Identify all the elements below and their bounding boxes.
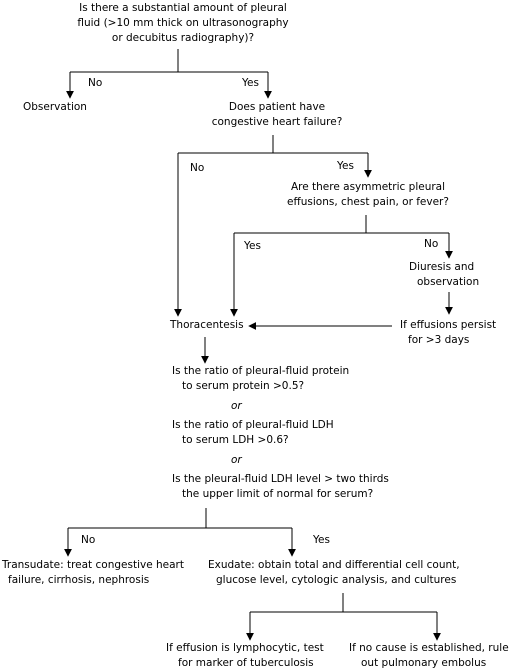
- node-effusions-persist: If effusions persist for >3 days: [400, 319, 497, 346]
- criteria-or-1: or: [231, 400, 242, 412]
- question-congestive-heart-failure: Does patient have congestive heart failu…: [211, 101, 343, 128]
- label-no-2: No: [190, 162, 205, 174]
- label-yes-4: Yes: [313, 534, 330, 546]
- node-thoracentesis: Thoracentesis: [170, 319, 244, 331]
- label-yes-3: Yes: [244, 240, 261, 252]
- node-pulmonary-embolus: If no cause is established, rule out pul…: [349, 642, 509, 669]
- criteria-ldh-ratio: Is the ratio of pleural-fluid LDH to ser…: [172, 419, 334, 446]
- label-yes-2: Yes: [337, 160, 354, 172]
- question-pleural-fluid-amount: Is there a substantial amount of pleural…: [77, 2, 289, 44]
- criteria-ldh-level: Is the pleural-fluid LDH level > two thi…: [172, 473, 389, 500]
- node-exudate: Exudate: obtain total and differential c…: [208, 559, 460, 586]
- node-diuresis-observation: Diuresis and observation: [409, 261, 480, 288]
- node-transudate: Transudate: treat congestive heart failu…: [2, 559, 184, 586]
- criteria-protein-ratio: Is the ratio of pleural-fluid protein to…: [172, 365, 350, 392]
- node-observation: Observation: [23, 101, 87, 113]
- label-no-4: No: [81, 534, 96, 546]
- label-yes-1: Yes: [242, 77, 259, 89]
- label-no-1: No: [88, 77, 103, 89]
- criteria-or-2: or: [231, 454, 242, 466]
- node-lymphocytic-tuberculosis: If effusion is lymphocytic, test for mar…: [166, 642, 324, 669]
- question-asymmetric-effusions: Are there asymmetric pleural effusions, …: [287, 181, 449, 208]
- label-no-3: No: [424, 238, 439, 250]
